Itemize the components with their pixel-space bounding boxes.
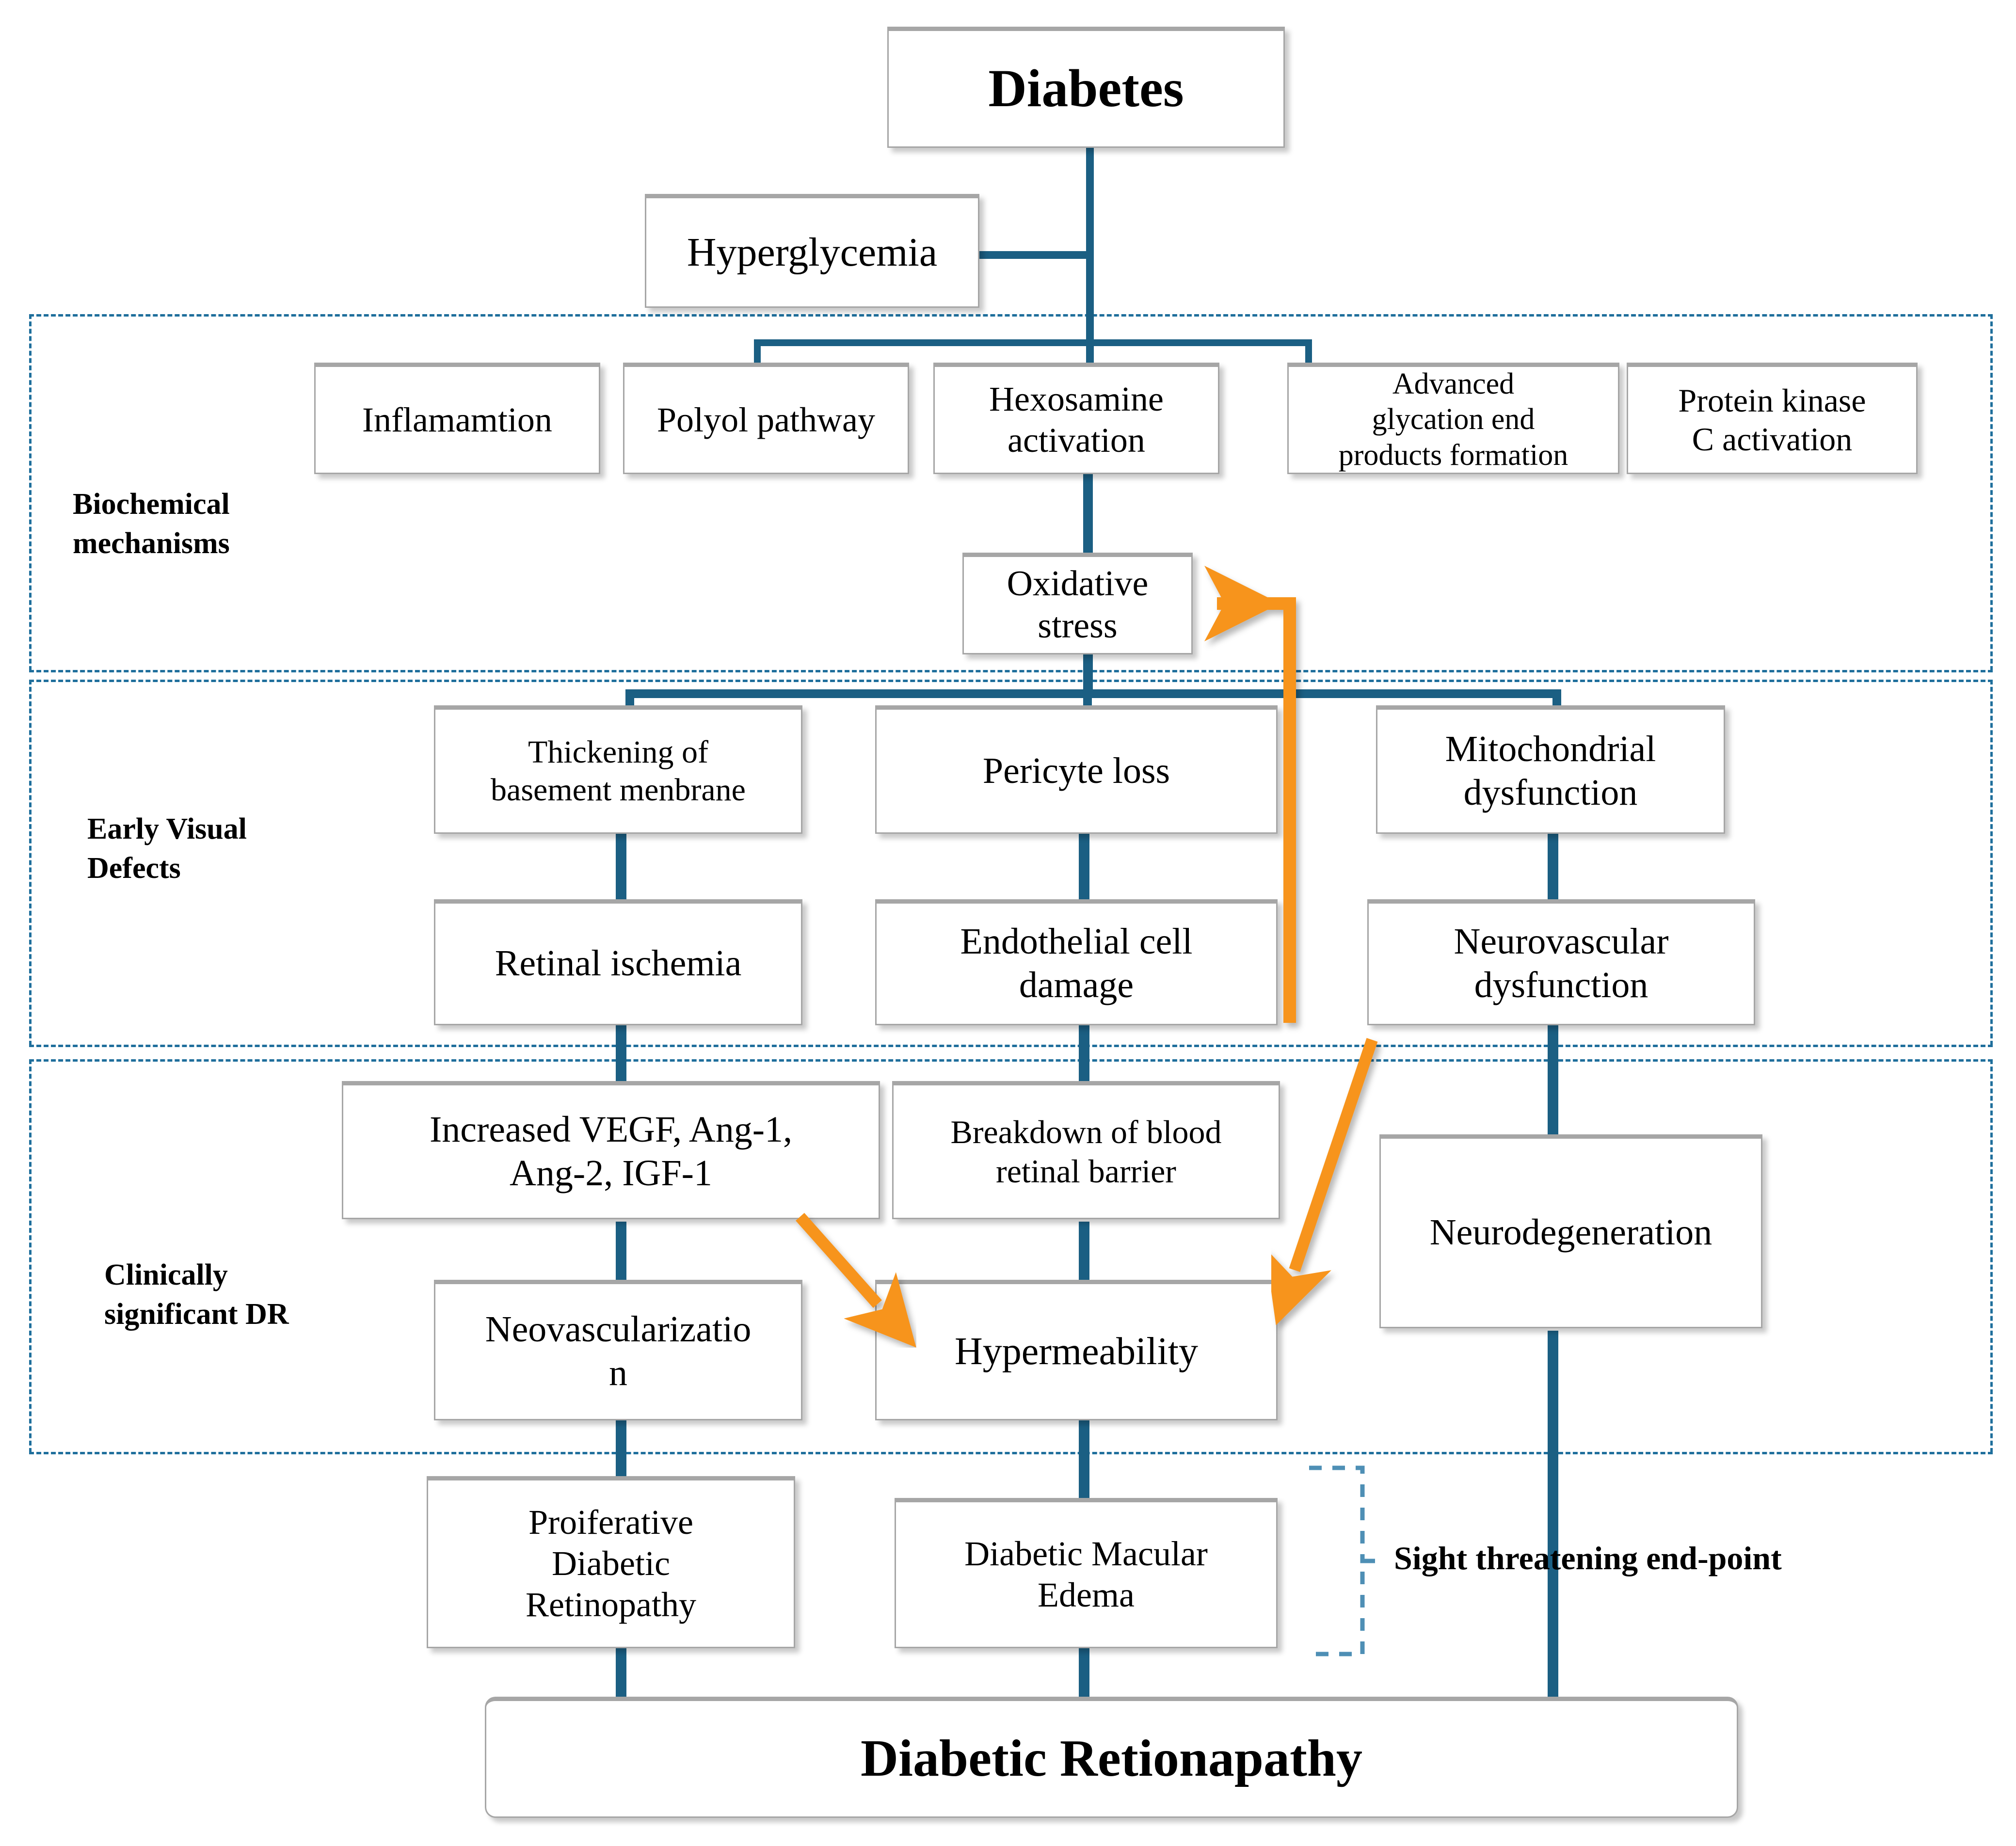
node-endothelial-cell-damage[interactable]: Endothelial cell damage xyxy=(875,899,1278,1025)
section-border-biochemical-right xyxy=(1990,314,1993,671)
node-hyperglycemia[interactable]: Hyperglycemia xyxy=(645,194,979,308)
node-neurodegeneration[interactable]: Neurodegeneration xyxy=(1379,1134,1762,1328)
node-breakdown-blood-retinal-barrier[interactable]: Breakdown of blood retinal barrier xyxy=(892,1081,1280,1219)
node-mitochondrial-dysfunction[interactable]: Mitochondrial dysfunction xyxy=(1376,705,1725,834)
connector-hypermeability-to-dme xyxy=(1079,1420,1089,1500)
node-neurovascular-dysfunction[interactable]: Neurovascular dysfunction xyxy=(1367,899,1755,1025)
node-protein-kinase-c-activation[interactable]: Protein kinase C activation xyxy=(1627,363,1918,474)
orange-arrow-neurovascular-to-hypermeability xyxy=(1265,1038,1378,1325)
node-inflammation[interactable]: Inflamamtion xyxy=(314,363,600,474)
connector-hexosamine-to-oxidative xyxy=(1083,473,1093,555)
node-neovascularization[interactable]: Neovascularizatio n xyxy=(434,1280,802,1420)
connector-biochem-drop-age xyxy=(1305,339,1312,364)
node-proliferative-diabetic-retinopathy[interactable]: Proiferative Diabetic Retinopathy xyxy=(427,1476,795,1648)
node-polyol-pathway[interactable]: Polyol pathway xyxy=(623,363,909,474)
section-border-clinical-left xyxy=(29,1059,32,1453)
connector-dme-to-final xyxy=(1079,1646,1089,1697)
band-label-biochemical: Biochemical mechanisms xyxy=(73,488,230,560)
node-oxidative-stress[interactable]: Oxidative stress xyxy=(962,553,1193,654)
band-label-clinical: Clinically significant DR xyxy=(104,1258,289,1331)
connector-early-bus xyxy=(625,689,1561,698)
section-border-early-right xyxy=(1990,680,1993,1046)
node-diabetes[interactable]: Diabetes xyxy=(887,27,1285,148)
node-diabetic-macular-edema[interactable]: Diabetic Macular Edema xyxy=(895,1498,1278,1648)
section-divider-clinical-top xyxy=(29,1059,1993,1062)
section-divider-early-top xyxy=(29,680,1993,682)
orange-arrow-growthfactors-to-hypermeability xyxy=(796,1213,916,1348)
section-divider-early-bottom xyxy=(29,1045,1993,1047)
section-border-biochemical-left xyxy=(29,314,32,671)
connector-brb-to-hypermeability xyxy=(1079,1222,1089,1280)
connector-biochem-bus xyxy=(754,339,1312,346)
endpoint-bracket xyxy=(1309,1465,1377,1656)
connector-biochem-drop-polyol xyxy=(754,339,761,364)
node-thickening-basement-membrane[interactable]: Thickening of basement menbrane xyxy=(434,705,802,834)
connector-neovasc-to-pdr xyxy=(616,1420,626,1479)
connector-neurovascular-to-neurodegeneration xyxy=(1548,1023,1558,1137)
connector-neurodegeneration-to-final xyxy=(1548,1331,1558,1697)
node-diabetic-retinopathy-final[interactable]: Diabetic Retionapathy xyxy=(485,1697,1738,1818)
node-pericyte-loss[interactable]: Pericyte loss xyxy=(875,705,1278,834)
node-advanced-glycation-end-products[interactable]: Advanced glycation end products formatio… xyxy=(1287,363,1619,474)
section-divider-biochemical-top xyxy=(29,314,1993,317)
connector-biochem-drop-hexosamine xyxy=(1087,339,1093,364)
section-border-early-left xyxy=(29,680,32,1046)
node-hypermeability[interactable]: Hypermeability xyxy=(875,1280,1278,1420)
band-label-early-visual: Early Visual Defects xyxy=(87,812,247,885)
section-border-clinical-right xyxy=(1990,1059,1993,1453)
connector-oxidative-down xyxy=(1083,650,1093,696)
node-hexosamine-activation[interactable]: Hexosamine activation xyxy=(933,363,1219,474)
node-increased-growth-factors[interactable]: Increased VEGF, Ang-1, Ang-2, IGF-1 xyxy=(342,1081,880,1219)
section-divider-biochemical-bottom xyxy=(29,670,1993,672)
section-divider-clinical-bottom xyxy=(29,1452,1993,1454)
endpoint-label: Sight threatening end-point xyxy=(1394,1540,1782,1576)
node-retinal-ischemia[interactable]: Retinal ischemia xyxy=(434,899,802,1025)
connector-hyperglycemia-stub xyxy=(979,251,1091,259)
connector-growthfactors-to-neovasc xyxy=(616,1222,626,1280)
